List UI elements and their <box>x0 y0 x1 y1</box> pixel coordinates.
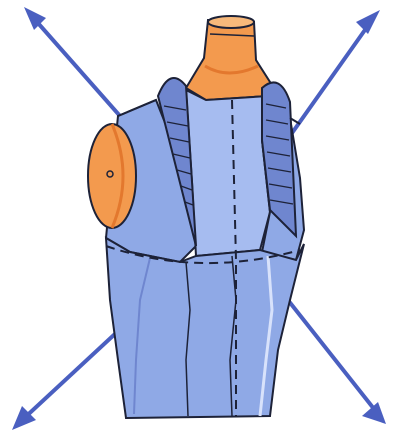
arrow-lower-right <box>280 290 378 414</box>
arrow-upper-right <box>280 20 372 150</box>
arrow-lower-left <box>20 320 130 422</box>
bodice <box>106 78 304 418</box>
armhole-cap <box>88 124 136 228</box>
bodice-center-panel <box>186 90 270 256</box>
dress-form-neck <box>186 16 270 100</box>
arrowhead-lower-right <box>362 402 386 424</box>
arrowhead-upper-right <box>356 10 380 34</box>
